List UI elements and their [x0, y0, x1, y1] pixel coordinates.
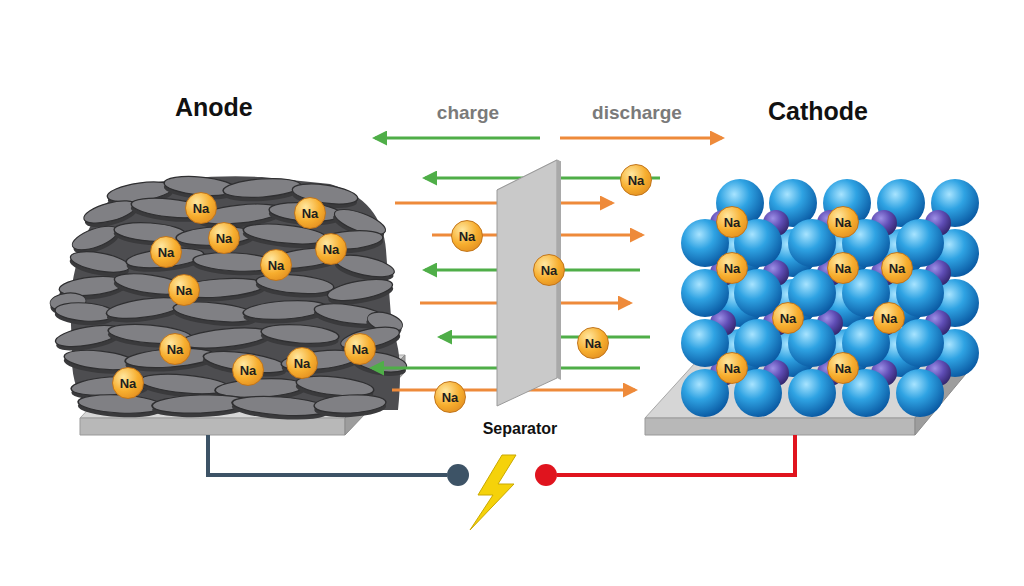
- part-label: Separator: [483, 420, 558, 438]
- ion-symbol: Na: [835, 262, 852, 275]
- sodium-ion: Na: [434, 381, 466, 413]
- separator: Separator: [470, 158, 570, 443]
- electrode: CathodeNaNaNaNaNaNaNaNaNa: [640, 92, 985, 427]
- sodium-ion: Na: [451, 220, 483, 252]
- ion-symbol: Na: [216, 232, 233, 245]
- sodium-ion: Na: [260, 249, 292, 281]
- ion-symbol: Na: [158, 246, 175, 259]
- sodium-ion: Na: [533, 254, 565, 286]
- ion-symbol: Na: [240, 364, 257, 377]
- sodium-ion: Na: [827, 352, 859, 384]
- sodium-ion: Na: [881, 252, 913, 284]
- sodium-ion: Na: [208, 222, 240, 254]
- electrode-heading: Anode: [175, 94, 253, 122]
- cathode-lattice: [681, 179, 979, 417]
- sodium-ion: Na: [716, 352, 748, 384]
- electrode: AnodeNaNaNaNaNaNaNaNaNaNaNaNa: [62, 92, 408, 427]
- ion-symbol: Na: [120, 377, 137, 390]
- ion-symbol: Na: [541, 264, 558, 277]
- ion-symbol: Na: [724, 362, 741, 375]
- sodium-ion: Na: [620, 164, 652, 196]
- ion-symbol: Na: [835, 362, 852, 375]
- sodium-ion: Na: [185, 192, 217, 224]
- sodium-ion: Na: [873, 302, 905, 334]
- ion-symbol: Na: [459, 230, 476, 243]
- ion-symbol: Na: [442, 391, 459, 404]
- sodium-ion: Na: [232, 354, 264, 386]
- sodium-ion: Na: [294, 197, 326, 229]
- sodium-ion: Na: [286, 347, 318, 379]
- ion-symbol: Na: [835, 216, 852, 229]
- sodium-ion: Na: [315, 233, 347, 265]
- sodium-ion: Na: [772, 302, 804, 334]
- sodium-ion: Na: [344, 333, 376, 365]
- ion-symbol: Na: [889, 262, 906, 275]
- sodium-ion: Na: [112, 367, 144, 399]
- ion-symbol: Na: [268, 259, 285, 272]
- sodium-ion: Na: [159, 333, 191, 365]
- sodium-ion: Na: [827, 206, 859, 238]
- external-circuit: [208, 435, 795, 530]
- ion-symbol: Na: [167, 343, 184, 356]
- ion-symbol: Na: [585, 337, 602, 350]
- sodium-ion: Na: [168, 274, 200, 306]
- anode-carbon-pile: [49, 174, 408, 422]
- sodium-ion: Na: [577, 327, 609, 359]
- ion-symbol: Na: [724, 262, 741, 275]
- ion-symbol: Na: [294, 357, 311, 370]
- separator-panel: [470, 158, 570, 443]
- sodium-ion: Na: [716, 206, 748, 238]
- ion-symbol: Na: [724, 216, 741, 229]
- sodium-ion: Na: [150, 236, 182, 268]
- sodium-ion: Na: [716, 252, 748, 284]
- ion-symbol: Na: [323, 243, 340, 256]
- ion-symbol: Na: [881, 312, 898, 325]
- lightning-bolt: [470, 455, 516, 530]
- ion-symbol: Na: [352, 343, 369, 356]
- ion-symbol: Na: [176, 284, 193, 297]
- flow-direction-label: charge: [437, 103, 499, 124]
- ion-symbol: Na: [780, 312, 797, 325]
- ion-symbol: Na: [628, 174, 645, 187]
- ion-symbol: Na: [193, 202, 210, 215]
- discharge-arrow: [560, 137, 722, 140]
- flow-direction-label: discharge: [592, 103, 682, 124]
- electrode-heading: Cathode: [768, 98, 868, 126]
- ion-symbol: Na: [302, 207, 319, 220]
- sodium-ion: Na: [827, 252, 859, 284]
- charge-arrow: [375, 137, 540, 140]
